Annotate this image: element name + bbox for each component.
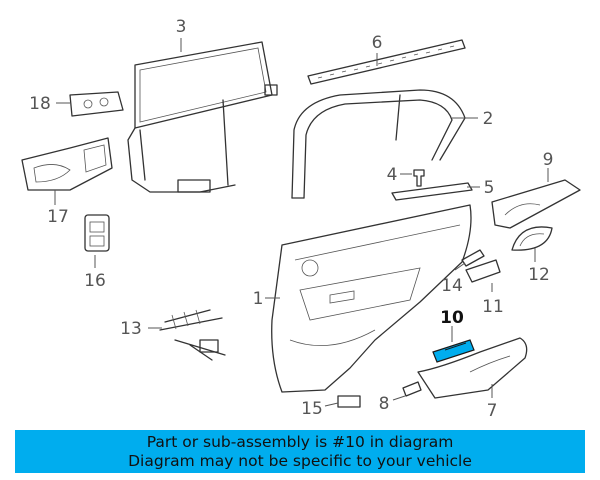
callout-9: 9	[543, 150, 554, 170]
part-4-clip	[413, 169, 425, 187]
parts-diagram: 3 6 2 18 9 4 5 17 12 16 14 1 11 10 13 8 …	[21, 17, 581, 421]
callout-2: 2	[483, 109, 494, 129]
callout-16: 16	[84, 271, 106, 291]
part-12-speaker-grille	[511, 226, 553, 251]
part-16-switch	[84, 214, 110, 252]
callout-1: 1	[253, 289, 264, 309]
part-6-weatherstrip	[307, 39, 466, 85]
part-3-window-regulator	[127, 41, 278, 193]
callout-4: 4	[387, 165, 398, 185]
callout-11: 11	[482, 297, 504, 317]
part-9-handle-trim	[491, 179, 581, 229]
part-5-trim-strip	[391, 182, 473, 201]
part-15-clip	[337, 395, 361, 408]
part-17-switch-housing	[21, 137, 113, 191]
callout-3: 3	[176, 17, 187, 37]
part-18-switch	[69, 91, 124, 117]
leader-lines	[54, 38, 549, 407]
callout-17: 17	[47, 207, 69, 227]
callout-7: 7	[487, 401, 498, 421]
callout-14: 14	[441, 276, 463, 296]
part-10-highlighted[interactable]	[432, 339, 475, 363]
callout-18: 18	[29, 94, 51, 114]
part-13-harness	[159, 309, 226, 361]
part-14-clip	[461, 249, 485, 267]
callout-15: 15	[301, 399, 323, 419]
banner-line-2: Diagram may not be specific to your vehi…	[128, 451, 472, 470]
banner-line-1: Part or sub-assembly is #10 in diagram	[146, 432, 454, 451]
callout-5: 5	[484, 178, 495, 198]
callout-13: 13	[120, 319, 142, 339]
part-1-door-trim-panel	[271, 204, 472, 393]
info-banner: Part or sub-assembly is #10 in diagram D…	[15, 430, 585, 473]
callout-6: 6	[372, 33, 383, 53]
part-8-clip	[402, 381, 422, 397]
callout-10[interactable]: 10	[440, 308, 464, 328]
callout-8: 8	[379, 394, 390, 414]
part-7-armrest-trim	[417, 337, 528, 399]
callout-12: 12	[528, 265, 550, 285]
part-2-door-frame	[291, 89, 466, 199]
part-11-bracket	[465, 259, 501, 283]
